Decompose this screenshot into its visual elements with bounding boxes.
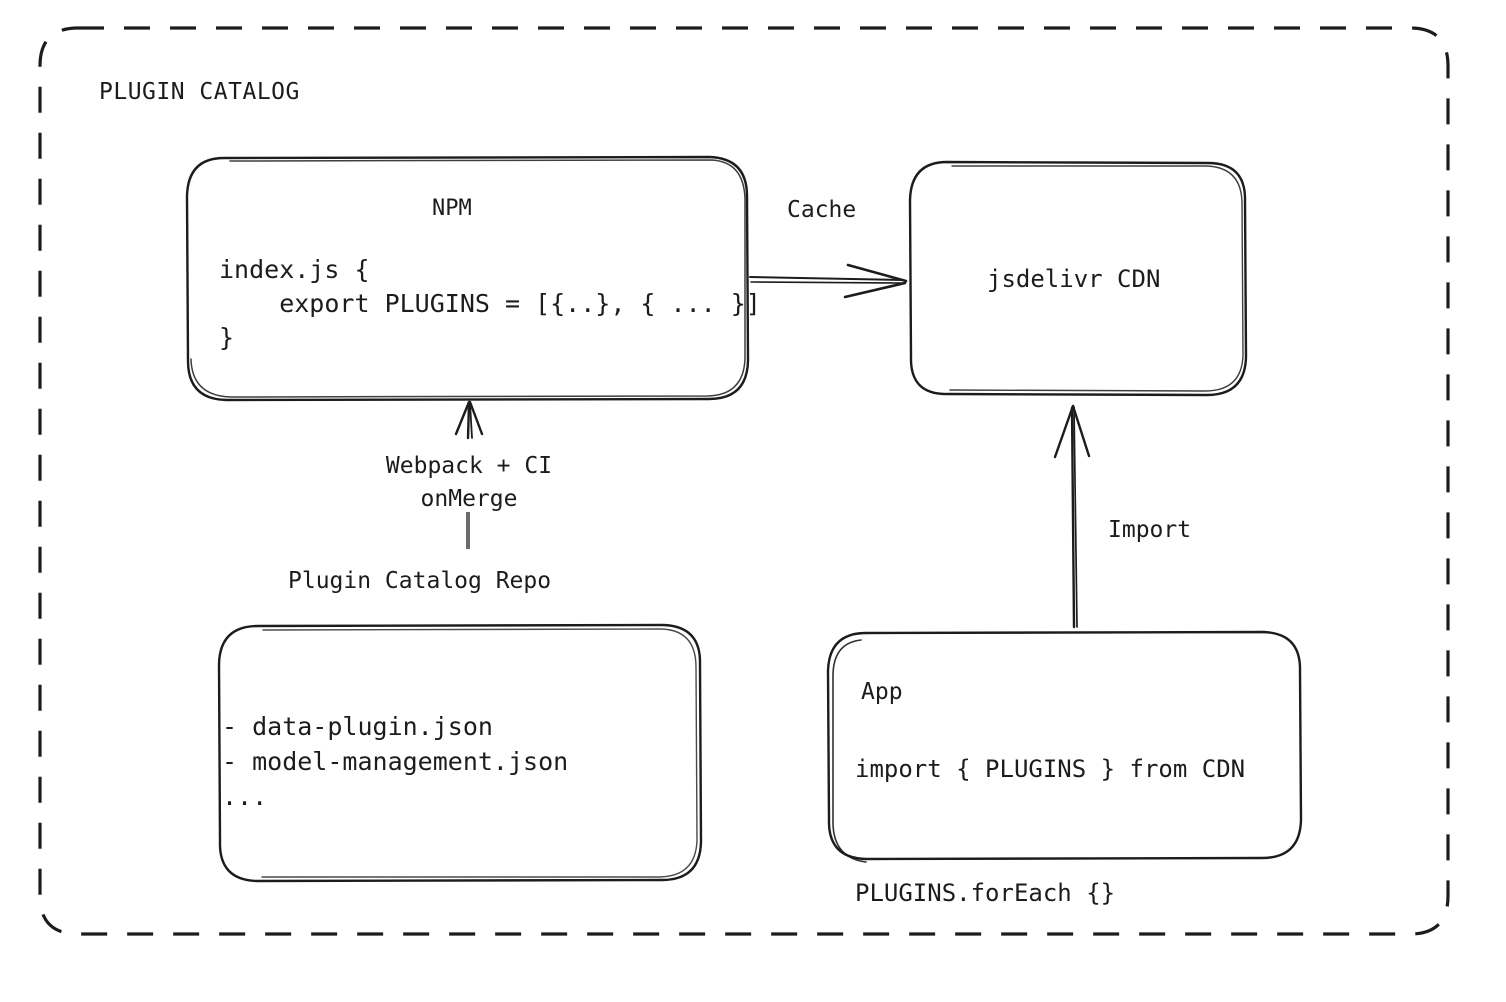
repo-node-code: - data-plugin.json - model-management.js…: [222, 712, 569, 811]
app-node-code: import { PLUGINS } from CDN PLUGINS.forE…: [855, 755, 1246, 907]
app-node-heading: App: [861, 679, 903, 705]
npm-node-code: index.js { export PLUGINS = [{..}, { ...…: [219, 255, 761, 352]
group-title: PLUGIN CATALOG: [99, 79, 300, 105]
repo-node-shape: [217, 623, 703, 883]
cache-arrow: [749, 263, 908, 299]
npm-node-heading: NPM: [432, 196, 472, 221]
build-arrow: [454, 400, 484, 549]
import-arrow: [1053, 404, 1091, 629]
import-edge-label: Import: [1108, 517, 1192, 543]
cache-edge-label: Cache: [787, 197, 857, 223]
app-node-shape: [826, 630, 1303, 863]
repo-node-title: Plugin Catalog Repo: [288, 568, 552, 594]
plugin-catalog-group-border: [38, 26, 1450, 936]
cdn-node-label: jsdelivr CDN: [987, 265, 1161, 293]
cdn-node-shape: [908, 160, 1248, 397]
npm-node-shape: [185, 155, 750, 402]
build-edge-label: Webpack + CI onMerge: [385, 453, 553, 512]
